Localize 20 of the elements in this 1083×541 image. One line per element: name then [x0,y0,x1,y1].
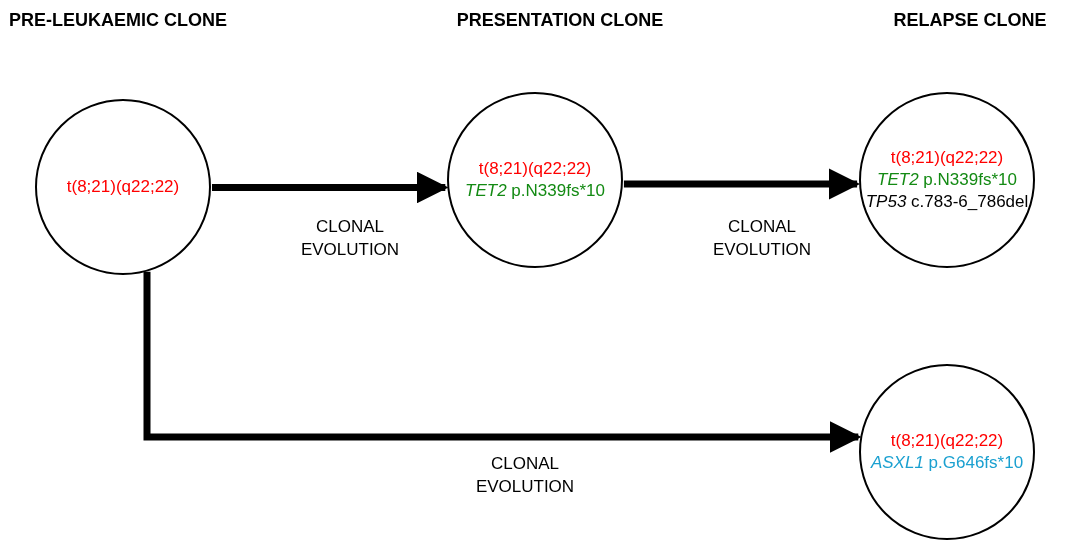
mutation-text: TP53 c.783-6_786del [865,191,1029,213]
clone-circle [859,92,1035,268]
mutation-text: t(8;21)(q22;22) [66,176,180,198]
clone-circle [859,364,1035,540]
column-heading: RELAPSE CLONE [893,10,1047,31]
edge-label: CLONAL EVOLUTION [299,216,401,261]
column-heading: PRE-LEUKAEMIC CLONE [9,10,227,31]
mutation-text: ASXL1 p.G646fs*10 [870,452,1024,474]
clone-circle [447,92,623,268]
arrow [143,271,862,453]
arrow [623,168,861,200]
mutation-text: t(8;21)(q22;22) [890,430,1004,452]
column-heading: PRESENTATION CLONE [456,10,664,31]
edge-label: CLONAL EVOLUTION [474,453,576,498]
mutation-text: t(8;21)(q22;22) [478,158,592,180]
mutation-text: t(8;21)(q22;22) [890,147,1004,169]
mutation-text: TET2 p.N339fs*10 [465,180,605,202]
mutation-text: TET2 p.N339fs*10 [877,169,1017,191]
clone-circle [35,99,211,275]
edge-label: CLONAL EVOLUTION [711,216,813,261]
